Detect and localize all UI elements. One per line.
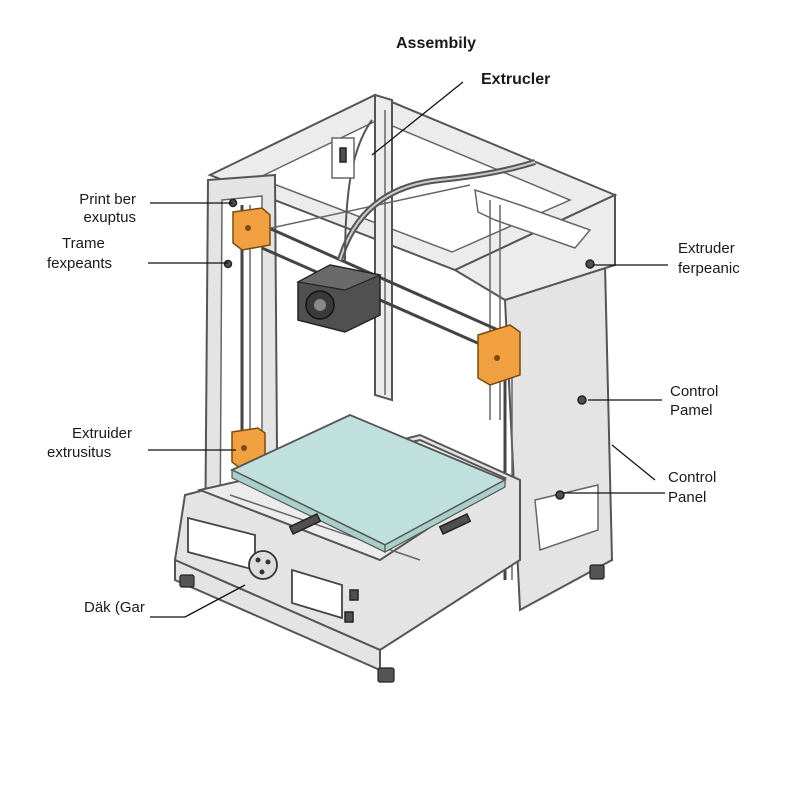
back-rod <box>261 184 471 231</box>
label-print-bed-1: Print ber <box>79 191 136 208</box>
right-panel-screw-3 <box>555 490 565 500</box>
right-panel-screw-2 <box>577 395 587 405</box>
leader-extruder-top <box>371 81 464 156</box>
label-control-panel-1-1: Control <box>670 383 719 400</box>
right-side-panel <box>503 263 614 612</box>
right-panel-screw-1 <box>585 259 595 269</box>
label-extruder-top: Extrucler <box>481 71 551 88</box>
right-side-window <box>534 484 599 552</box>
label-control-panel-2-2: Panel <box>668 489 707 506</box>
diagram-title: Assembily <box>396 35 477 52</box>
label-extruder-right-1: Extruder <box>678 240 735 257</box>
rear-gantry <box>474 188 592 249</box>
label-control-panel-1-2: Pamel <box>670 402 713 419</box>
front-button <box>349 589 359 601</box>
label-extruder-left-1: Extruider <box>72 425 133 442</box>
left-top-bracket <box>232 207 271 251</box>
label-dial-gear: Däk (Gar <box>84 599 145 616</box>
label-frame-2: fexpeants <box>47 255 113 272</box>
control-dial <box>248 550 278 580</box>
label-extruder-left-2: extrusitus <box>47 444 112 461</box>
right-gantry-bracket <box>477 324 521 386</box>
right-screen <box>291 568 343 620</box>
label-print-bed-2: exuptus <box>83 209 136 226</box>
label-extruder-right-2: ferpeanic <box>678 260 740 277</box>
leader-control-panel-2-a <box>611 444 656 481</box>
filament-tube <box>344 119 373 263</box>
foot-right <box>589 564 605 580</box>
foot-center <box>377 667 395 683</box>
label-frame-1: Trame <box>62 235 105 252</box>
label-control-panel-2-1: Control <box>668 469 717 486</box>
foot-left <box>179 574 195 588</box>
